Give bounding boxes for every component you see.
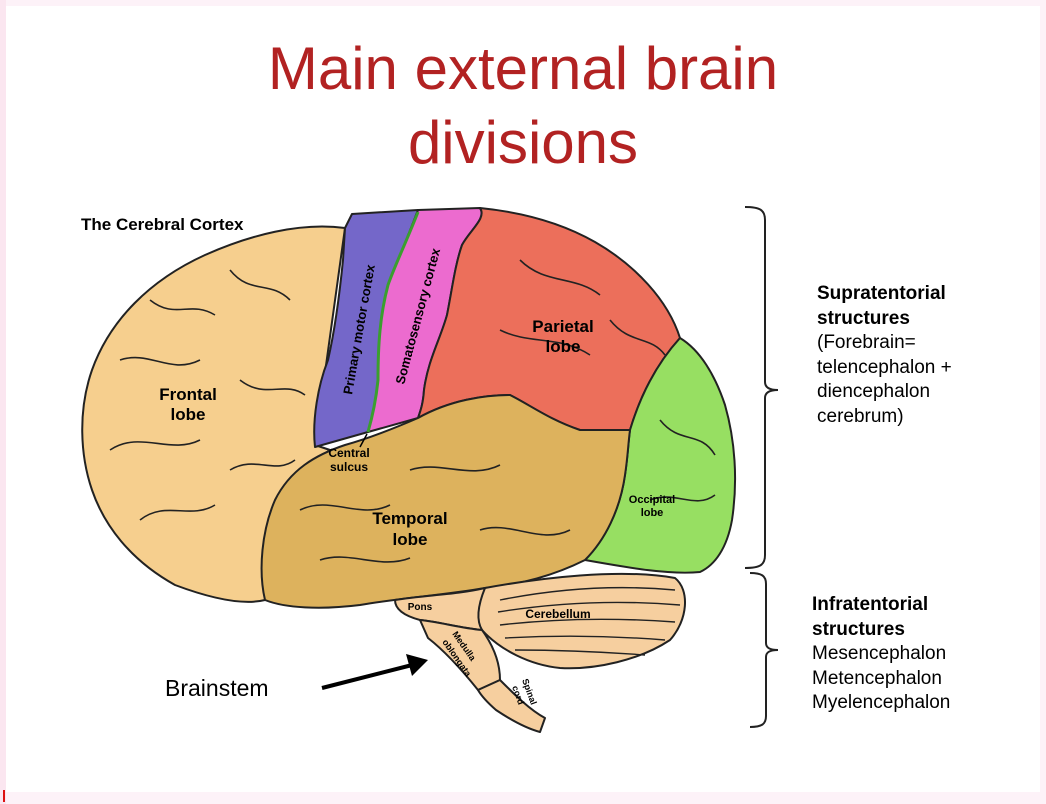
infratentorial-line-3: Myelencephalon [812,692,951,713]
central-label-1: Central [328,446,369,460]
temporal-label-2: lobe [393,530,428,549]
central-sulcus-line [366,211,420,433]
pons-label: Pons [408,602,433,613]
central-label-2: sulcus [330,460,368,474]
brainstem-arrowhead [406,654,428,676]
title-line-1: Main external brain [267,35,779,102]
slide-edge-mark [3,790,5,802]
infratentorial-line-2: Metencephalon [812,667,942,689]
occipital-label-2: lobe [641,507,664,519]
supratentorial-heading-2: structures [817,307,910,329]
gyri-lines [109,259,716,563]
cerebellum-label: Cerebellum [525,607,590,621]
infratentorial-block: Infratentorial structures Mesencephalon … [812,593,950,716]
supratentorial-line-1: (Forebrain= [817,332,916,353]
supratentorial-line-3: diencephalon [817,381,931,402]
frontal-label-2: lobe [171,405,206,424]
spinal-cord-region [477,679,546,733]
supratentorial-line-4: cerebrum) [817,405,904,427]
central-sulcus-arrow [359,433,368,448]
infratentorial-bracket [749,572,779,728]
frontal-label-1: Frontal [159,385,217,404]
infratentorial-heading-1: Infratentorial [812,594,929,615]
brainstem-label: Brainstem [165,675,269,701]
cerebral-cortex-label: The Cerebral Cortex [81,215,244,234]
supratentorial-line-2: telencephalon + [817,356,952,378]
slide-left-edge [0,0,6,804]
parietal-label-1: Parietal [532,317,593,336]
medulla-oblongata-region [419,619,501,691]
temporal-label-1: Temporal [372,509,447,528]
supratentorial-heading-1: Supratentorial [817,283,946,304]
parietal-label-2: lobe [546,337,581,356]
supratentorial-block: Supratentorial structures (Forebrain= te… [817,282,952,429]
infratentorial-line-1: Mesencephalon [812,643,947,664]
supratentorial-bracket [744,206,779,569]
title-line-2: divisions [407,109,639,176]
infratentorial-heading-2: structures [812,618,905,640]
occipital-label-1: Occipital [629,494,675,506]
brainstem-arrow [321,661,421,690]
cerebellum-folia [497,586,681,656]
